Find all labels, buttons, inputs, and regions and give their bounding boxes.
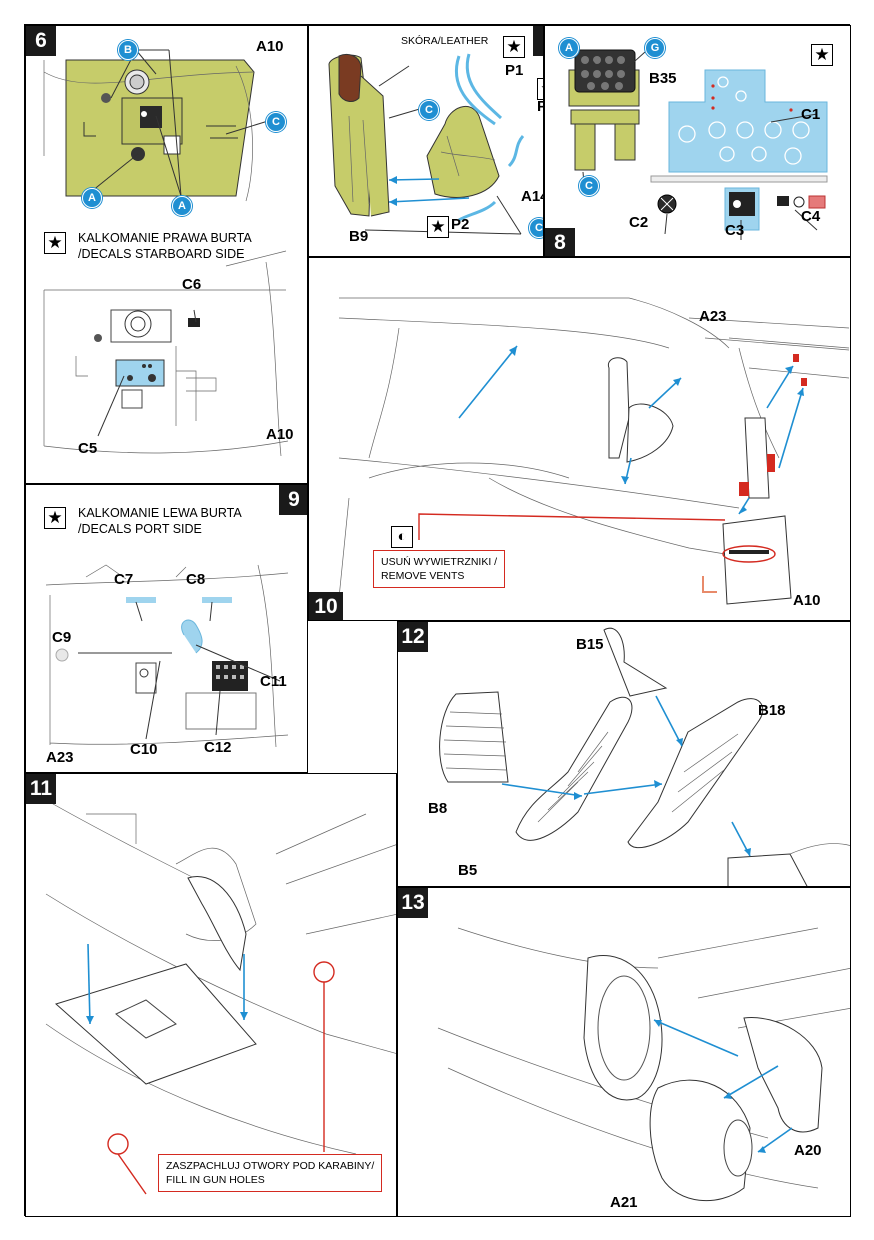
- decal-label-c1: C1: [801, 106, 821, 123]
- decal-label-c5: C5: [78, 440, 98, 457]
- step-7-drawing: [328, 53, 525, 235]
- step-12-number: 12: [398, 622, 428, 652]
- fill-gun-holes-note: ZASZPACHLUJ OTWORY POD KARABINY/ FILL IN…: [158, 1154, 383, 1192]
- remove-vents-note: USUŃ WYWIETRZNIKI / REMOVE VENTS: [373, 550, 506, 588]
- p3-star-icon: ★: [537, 78, 543, 100]
- instruction-sheet: 6 A10 B C A A ★ KALKOMANIE PRAWA BURTA /…: [24, 24, 851, 1217]
- decal-label-c10: C10: [130, 741, 158, 758]
- step-13-number: 13: [398, 888, 428, 918]
- decal-label-c3: C3: [725, 222, 745, 239]
- step-10-number: 10: [309, 592, 343, 620]
- part-label-b5: B5: [458, 862, 478, 879]
- callout-g: G: [645, 38, 665, 58]
- callout-c-seat: C: [529, 218, 543, 238]
- part-label-b15: B15: [576, 636, 604, 653]
- half-circle-icon: ◐: [391, 526, 413, 548]
- part-label-a20: A20: [794, 1142, 822, 1159]
- part-label-b9: B9: [349, 228, 369, 245]
- step-6-drawing: [43, 49, 289, 457]
- leather-label: SKÓRA/LEATHER: [401, 35, 489, 47]
- decal-star-icon: ★: [44, 232, 66, 254]
- p2-star-icon: ★: [427, 216, 449, 238]
- part-label-a10-bottom: A10: [266, 426, 294, 443]
- decal-label-c9: C9: [52, 629, 72, 646]
- step-8-number: 8: [545, 228, 575, 256]
- step-11-panel: 11 ZASZPACHLUJ OTWORY POD KARABINY/ FILL…: [25, 773, 397, 1217]
- decal-label-c12: C12: [204, 739, 232, 756]
- step-9-number: 9: [279, 485, 307, 515]
- step-9-panel: 9 ★ KALKOMANIE LEWA BURTA /DECALS PORT S…: [25, 484, 308, 773]
- decal-label-c4: C4: [801, 208, 821, 225]
- part-label-b35: B35: [649, 70, 677, 87]
- step-10-panel: A23 ◐ USUŃ WYWIETRZNIKI / REMOVE VENTS A…: [308, 257, 851, 621]
- step-8-panel: A G ★ B35 C1 C C2 C3 C4 8: [544, 25, 851, 257]
- part-label-a23: A23: [46, 749, 74, 766]
- part-label-p2: P2: [451, 216, 470, 233]
- part-label-a23: A23: [699, 308, 727, 325]
- part-label-a10-top: A10: [256, 38, 284, 55]
- part-label-a21: A21: [610, 1194, 638, 1211]
- decal-label-c8: C8: [186, 571, 206, 588]
- decal-label-c2: C2: [629, 214, 649, 231]
- step-6-panel: 6 A10 B C A A ★ KALKOMANIE PRAWA BURTA /…: [25, 25, 308, 484]
- step-13-drawing: [437, 927, 850, 1202]
- step-12-panel: 12 B15 B18 B8 B5: [397, 621, 851, 887]
- decal-star-icon-port: ★: [44, 507, 66, 529]
- p1-star-icon: ★: [503, 36, 525, 58]
- callout-c: C: [266, 112, 286, 132]
- decal-label-c6: C6: [182, 276, 202, 293]
- step-6-number: 6: [26, 26, 56, 56]
- part-label-p3: P3: [537, 98, 543, 115]
- step-12-drawing: [439, 627, 850, 886]
- step-7-number: 7: [533, 26, 543, 56]
- step-10-drawing: [338, 297, 850, 605]
- part-label-b18: B18: [758, 702, 786, 719]
- decal-title-starboard: KALKOMANIE PRAWA BURTA /DECALS STARBOARD…: [78, 231, 252, 261]
- part-label-a10: A10: [793, 592, 821, 609]
- callout-c-seatback: C: [419, 100, 439, 120]
- decal-label-c11: C11: [260, 673, 287, 690]
- step-11-number: 11: [26, 774, 56, 804]
- panel-star-icon: ★: [811, 44, 833, 66]
- part-label-p1: P1: [505, 62, 524, 79]
- callout-b: B: [118, 40, 138, 60]
- decal-label-c7: C7: [114, 571, 134, 588]
- part-label-b8: B8: [428, 800, 448, 817]
- callout-a-right: A: [172, 196, 192, 216]
- step-7-panel: SKÓRA/LEATHER ★ 7 P1 ★ P3 C A14 ★ P2 B9 …: [308, 25, 544, 257]
- step-11-drawing: [45, 799, 396, 1195]
- callout-a-left: A: [82, 188, 102, 208]
- step-8-drawing: [568, 49, 828, 240]
- decal-title-port: KALKOMANIE LEWA BURTA /DECALS PORT SIDE: [78, 506, 242, 536]
- step-9-drawing: [45, 564, 289, 748]
- part-label-a14: A14: [521, 188, 543, 205]
- step-13-panel: 13 A20 A21: [397, 887, 851, 1217]
- callout-a: A: [559, 38, 579, 58]
- callout-c: C: [579, 176, 599, 196]
